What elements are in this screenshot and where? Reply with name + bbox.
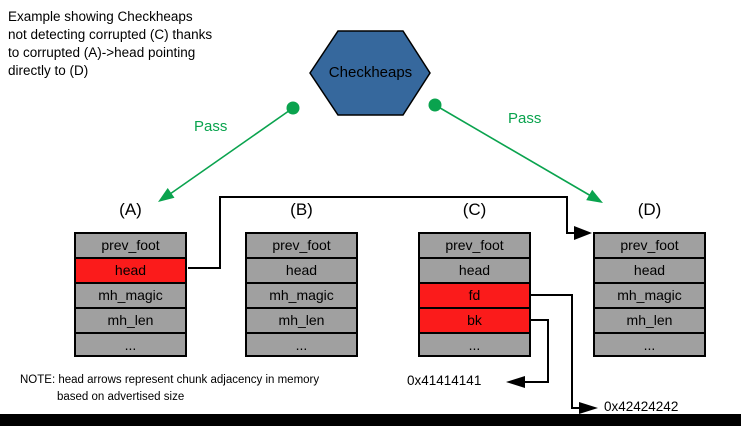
bk-target-value: 0x41414141 xyxy=(407,373,482,388)
chunk-c-row-bk: bk xyxy=(418,307,531,332)
description-line: not detecting corrupted (C) thanks xyxy=(8,27,213,42)
description-line: directly to (D) xyxy=(8,63,89,78)
chunk-b-cells: prev_foot head mh_magic mh_len ... xyxy=(245,232,358,357)
pass-arrow-right-line xyxy=(434,104,592,197)
chunk-a: (A) prev_foot head mh_magic mh_len ... xyxy=(74,198,187,357)
head-adjacency-connector-a-to-d xyxy=(188,196,574,269)
chunk-c-row-fd: fd xyxy=(418,282,531,307)
fd-pointer-arrowhead xyxy=(579,402,598,414)
chunk-b: (B) prev_foot head mh_magic mh_len ... xyxy=(245,198,358,357)
pass-arrow-left-line xyxy=(169,107,294,195)
pass-arrow-right-head xyxy=(586,189,603,203)
note-line-1: NOTE: head arrows represent chunk adjace… xyxy=(20,374,320,386)
note-line-2: based on advertised size xyxy=(57,391,185,403)
chunk-b-row-head: head xyxy=(245,257,358,282)
chunk-c-row-ellipsis: ... xyxy=(418,332,531,357)
chunk-a-row-mh-magic: mh_magic xyxy=(74,282,187,307)
pass-label-right: Pass xyxy=(508,110,542,127)
description-line: Example showing Checkheaps xyxy=(8,9,193,24)
chunk-d-cells: prev_foot head mh_magic mh_len ... xyxy=(593,232,706,357)
chunk-a-row-prev-foot: prev_foot xyxy=(74,232,187,257)
chunk-c-row-prev-foot: prev_foot xyxy=(418,232,531,257)
chunk-b-title: (B) xyxy=(290,200,313,219)
chunk-a-title: (A) xyxy=(119,200,142,219)
chunk-c-title: (C) xyxy=(462,200,487,219)
checkheaps-hexagon xyxy=(309,30,431,116)
chunk-a-row-head: head xyxy=(74,257,187,282)
pass-label-left: Pass xyxy=(194,118,228,135)
fd-target-value: 0x42424242 xyxy=(604,399,679,414)
chunk-b-row-mh-len: mh_len xyxy=(245,307,358,332)
chunk-b-row-mh-magic: mh_magic xyxy=(245,282,358,307)
chunk-d: (D) prev_foot head mh_magic mh_len ... xyxy=(593,198,706,357)
pass-dot-right xyxy=(428,98,442,112)
chunk-d-row-mh-magic: mh_magic xyxy=(593,282,706,307)
chunk-b-row-ellipsis: ... xyxy=(245,332,358,357)
bottom-bar xyxy=(0,414,741,426)
pass-arrow-left-head xyxy=(158,188,175,202)
chunk-d-row-ellipsis: ... xyxy=(593,332,706,357)
chunk-a-row-mh-len: mh_len xyxy=(74,307,187,332)
chunk-d-row-head: head xyxy=(593,257,706,282)
chunk-c-row-head: head xyxy=(418,257,531,282)
pass-dot-left xyxy=(286,101,300,115)
chunk-c: (C) prev_foot head fd bk ... xyxy=(418,198,531,357)
chunk-b-row-prev-foot: prev_foot xyxy=(245,232,358,257)
bk-pointer-arrowhead xyxy=(506,376,525,388)
bk-pointer-connector xyxy=(525,319,549,383)
chunk-d-row-prev-foot: prev_foot xyxy=(593,232,706,257)
head-adjacency-arrowhead xyxy=(574,226,592,240)
checkheaps-label: Checkheaps xyxy=(328,64,413,81)
chunk-a-row-ellipsis: ... xyxy=(74,332,187,357)
chunk-d-title: (D) xyxy=(637,200,662,219)
chunk-a-cells: prev_foot head mh_magic mh_len ... xyxy=(74,232,187,357)
fd-pointer-connector xyxy=(529,294,579,409)
chunk-d-row-mh-len: mh_len xyxy=(593,307,706,332)
description-text: Example showing Checkheaps not detecting… xyxy=(8,8,212,80)
chunk-c-cells: prev_foot head fd bk ... xyxy=(418,232,531,357)
description-line: to corrupted (A)->head pointing xyxy=(8,45,196,60)
